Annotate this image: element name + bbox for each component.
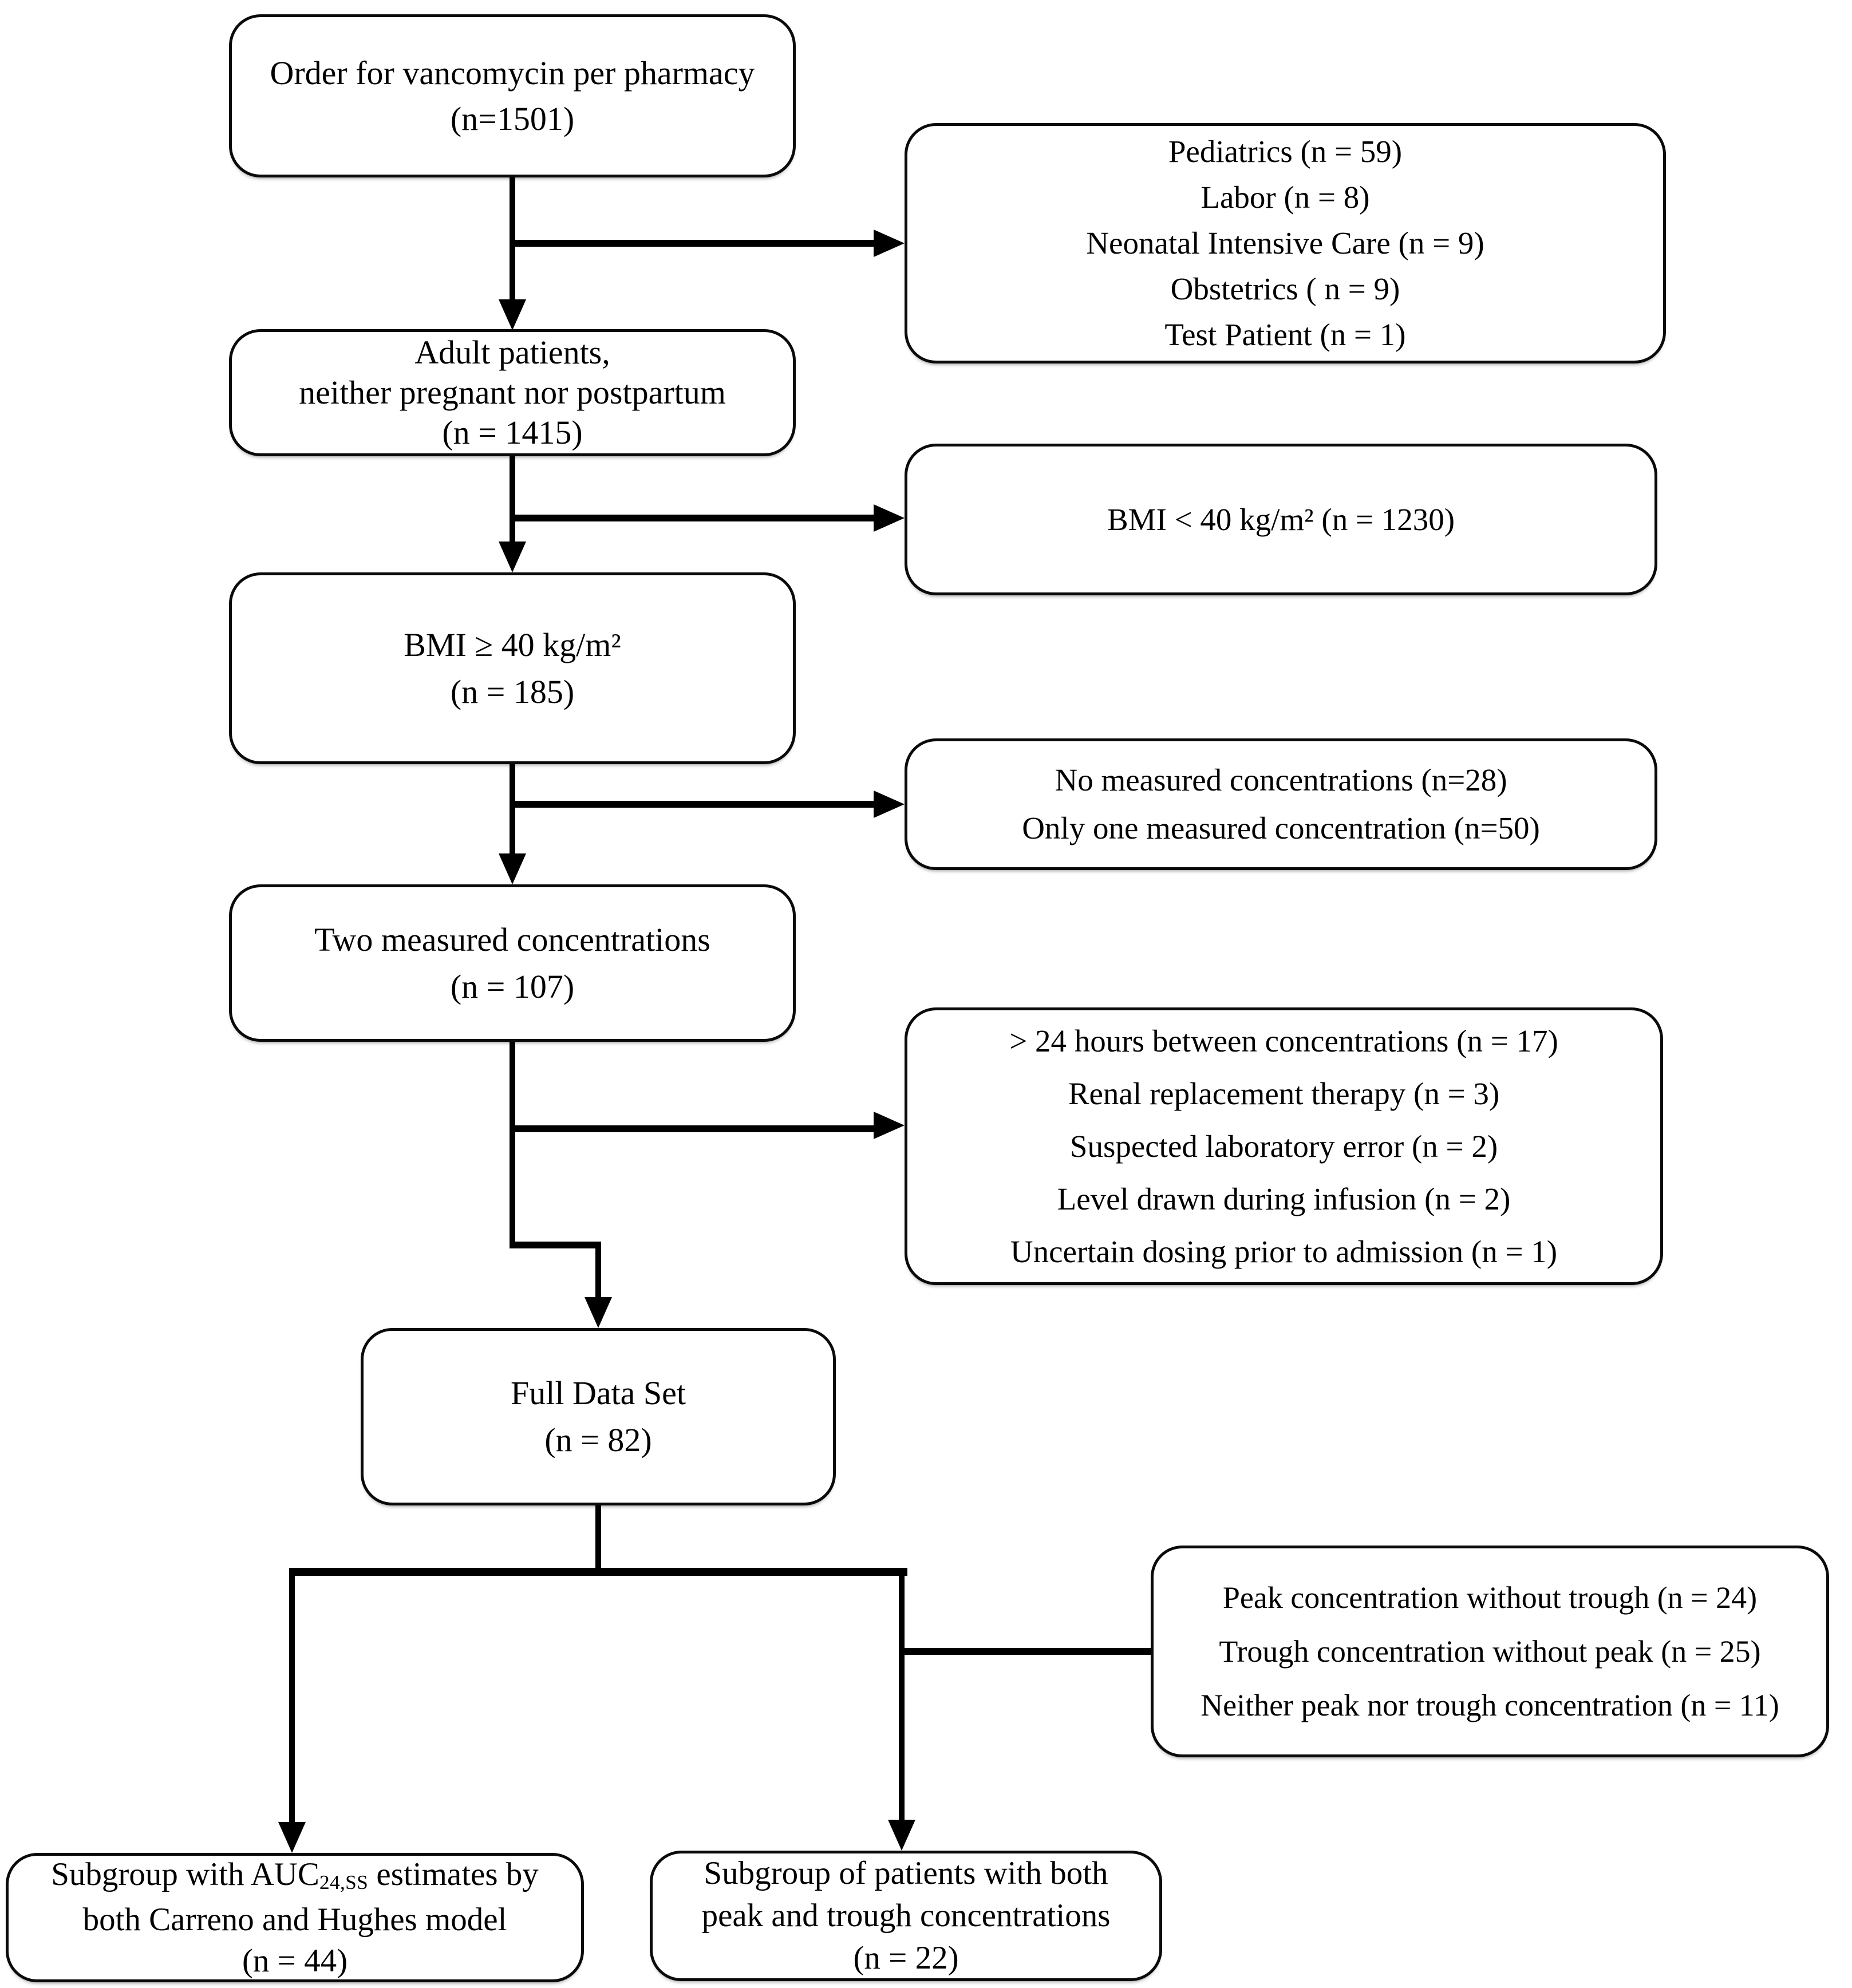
connector-drop-left bbox=[289, 1568, 295, 1824]
connector-jog-to-fulldata bbox=[510, 1242, 601, 1248]
node-two-concentrations: Two measured concentrations (n = 107) bbox=[229, 884, 796, 1042]
connector-into-fulldata bbox=[595, 1242, 601, 1299]
node-exclusions-peak-trough: Peak concentration without trough (n = 2… bbox=[1151, 1546, 1829, 1757]
exclusion-line: Trough concentration without peak (n = 2… bbox=[1219, 1634, 1761, 1669]
exclusion-line: Uncertain dosing prior to admission (n =… bbox=[1010, 1234, 1558, 1269]
connector-branch-exclusions-3 bbox=[510, 801, 879, 808]
exclusion-line: BMI < 40 kg/m² (n = 1230) bbox=[1107, 501, 1455, 537]
arrow-down-icon bbox=[499, 299, 526, 330]
node-text-line: Subgroup with AUC24,SS estimates by bbox=[51, 1854, 539, 1899]
node-text-line: Full Data Set bbox=[510, 1374, 686, 1412]
arrow-down-icon bbox=[499, 542, 526, 572]
node-text-line: peak and trough concentrations bbox=[701, 1898, 1111, 1934]
exclusion-line: Obstetrics ( n = 9) bbox=[1170, 271, 1400, 306]
connector-twoconc-down bbox=[510, 1042, 515, 1248]
arrow-right-icon bbox=[874, 504, 905, 532]
arrow-right-icon bbox=[874, 791, 905, 818]
exclusion-line: Neonatal Intensive Care (n = 9) bbox=[1086, 226, 1484, 260]
connector-drop-right bbox=[899, 1568, 905, 1822]
connector-bmi-to-twoconc bbox=[510, 764, 515, 857]
exclusion-line: Test Patient (n = 1) bbox=[1164, 317, 1406, 352]
connector-fulldata-down bbox=[595, 1505, 601, 1576]
node-exclusions-concentrations: No measured concentrations (n=28) Only o… bbox=[905, 738, 1657, 870]
exclusion-line: Level drawn during infusion (n = 2) bbox=[1057, 1181, 1511, 1216]
node-bmi-over-40: BMI ≥ 40 kg/m² (n = 185) bbox=[229, 572, 796, 764]
subgroup-auc-text: estimates by bbox=[368, 1856, 539, 1892]
exclusion-line: Neither peak nor trough concentration (n… bbox=[1201, 1688, 1779, 1722]
node-subgroup-auc: Subgroup with AUC24,SS estimates by both… bbox=[6, 1853, 584, 1982]
node-text-line: both Carreno and Hughes model bbox=[82, 1901, 507, 1938]
connector-branch-exclusions-4 bbox=[510, 1125, 879, 1132]
node-text-line: Subgroup of patients with both bbox=[704, 1855, 1108, 1891]
exclusion-line: Suspected laboratory error (n = 2) bbox=[1069, 1128, 1498, 1164]
arrow-down-icon bbox=[278, 1822, 306, 1853]
node-count: (n = 22) bbox=[853, 1940, 959, 1976]
node-full-data-set: Full Data Set (n = 82) bbox=[361, 1328, 836, 1505]
node-text-line: Adult patients, bbox=[414, 334, 610, 371]
exclusion-line: Labor (n = 8) bbox=[1201, 180, 1370, 215]
exclusion-line: Renal replacement therapy (n = 3) bbox=[1068, 1076, 1500, 1111]
auc-subscript: 24,SS bbox=[319, 1871, 369, 1894]
subgroup-auc-text: Subgroup with AUC bbox=[51, 1856, 319, 1892]
arrow-down-icon bbox=[585, 1297, 612, 1328]
connector-branch-exclusions-2 bbox=[510, 515, 879, 521]
node-adult-patients: Adult patients, neither pregnant nor pos… bbox=[229, 329, 796, 456]
exclusion-line: Pediatrics (n = 59) bbox=[1168, 134, 1403, 169]
node-count: (n = 107) bbox=[450, 967, 575, 1005]
node-count: (n = 1415) bbox=[442, 414, 583, 451]
node-count: (n = 185) bbox=[450, 673, 575, 710]
node-exclusion-bmi-under-40: BMI < 40 kg/m² (n = 1230) bbox=[905, 444, 1657, 595]
connector-branch-exclusions-1 bbox=[510, 240, 879, 247]
node-count: (n = 44) bbox=[242, 1942, 348, 1979]
arrow-down-icon bbox=[499, 853, 526, 884]
node-subgroup-peak-trough: Subgroup of patients with both peak and … bbox=[650, 1851, 1162, 1981]
node-text-line: Two measured concentrations bbox=[314, 920, 710, 958]
exclusion-line: Peak concentration without trough (n = 2… bbox=[1222, 1580, 1758, 1615]
connector-adult-to-bmi bbox=[510, 455, 515, 546]
node-text-line: Order for vancomycin per pharmacy bbox=[270, 54, 755, 92]
exclusion-line: No measured concentrations (n=28) bbox=[1055, 762, 1507, 797]
node-exclusions-quality: > 24 hours between concentrations (n = 1… bbox=[905, 1007, 1663, 1285]
exclusion-line: > 24 hours between concentrations (n = 1… bbox=[1009, 1023, 1558, 1058]
node-text-line: neither pregnant nor postpartum bbox=[299, 374, 726, 411]
arrow-right-icon bbox=[874, 230, 905, 257]
node-count: (n = 82) bbox=[544, 1421, 652, 1459]
exclusion-line: Only one measured concentration (n=50) bbox=[1022, 811, 1540, 845]
connector-split-bar bbox=[289, 1568, 907, 1576]
node-count: (n=1501) bbox=[450, 100, 575, 137]
connector-branch-exclusions-5 bbox=[899, 1648, 1154, 1655]
arrow-right-icon bbox=[874, 1112, 905, 1139]
node-text-line: BMI ≥ 40 kg/m² bbox=[404, 626, 621, 663]
arrow-down-icon bbox=[888, 1820, 915, 1851]
node-exclusions-units: Pediatrics (n = 59) Labor (n = 8) Neonat… bbox=[905, 123, 1666, 363]
node-order-pharmacy: Order for vancomycin per pharmacy (n=150… bbox=[229, 14, 796, 177]
